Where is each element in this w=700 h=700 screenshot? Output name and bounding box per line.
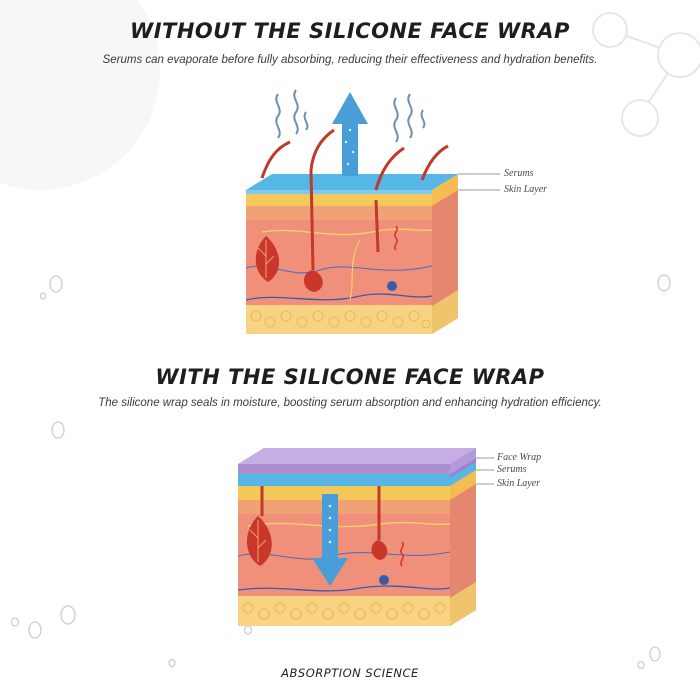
skin-block-side — [432, 174, 458, 334]
serum-layer — [246, 174, 458, 190]
top-section-title: WITHOUT THE SILICONE FACE WRAP — [130, 19, 570, 43]
callout-skin-layer: Skin Layer — [497, 478, 541, 489]
footer-caption: ABSORPTION SCIENCE — [281, 666, 419, 680]
bottom-section-title: WITH THE SILICONE FACE WRAP — [155, 365, 545, 389]
callout-serums: Serums — [504, 168, 534, 179]
callout-skin-layer: Skin Layer — [504, 184, 548, 195]
callout-lines — [476, 457, 494, 485]
skin-block-front — [237, 474, 451, 626]
hair-follicles — [255, 128, 449, 292]
callout-serums: Serums — [497, 464, 527, 475]
down-arrow-icon — [312, 494, 348, 586]
up-arrow-icon — [332, 92, 368, 176]
bottom-section-subtitle: The silicone wrap seals in moisture, boo… — [98, 397, 602, 409]
water-droplet-icon — [10, 274, 671, 670]
skin-diagram-with-wrap — [237, 448, 494, 626]
skin-block-side — [450, 458, 476, 626]
molecule-icon — [592, 12, 700, 137]
wavy-steam-icon — [275, 89, 426, 143]
background-blob — [0, 0, 160, 190]
skin-diagram-without-wrap — [245, 89, 500, 334]
callout-lines — [458, 173, 500, 191]
top-section-subtitle: Serums can evaporate before fully absorb… — [102, 54, 598, 66]
callout-face-wrap: Face Wrap — [497, 452, 542, 463]
hair-follicles — [246, 486, 404, 585]
